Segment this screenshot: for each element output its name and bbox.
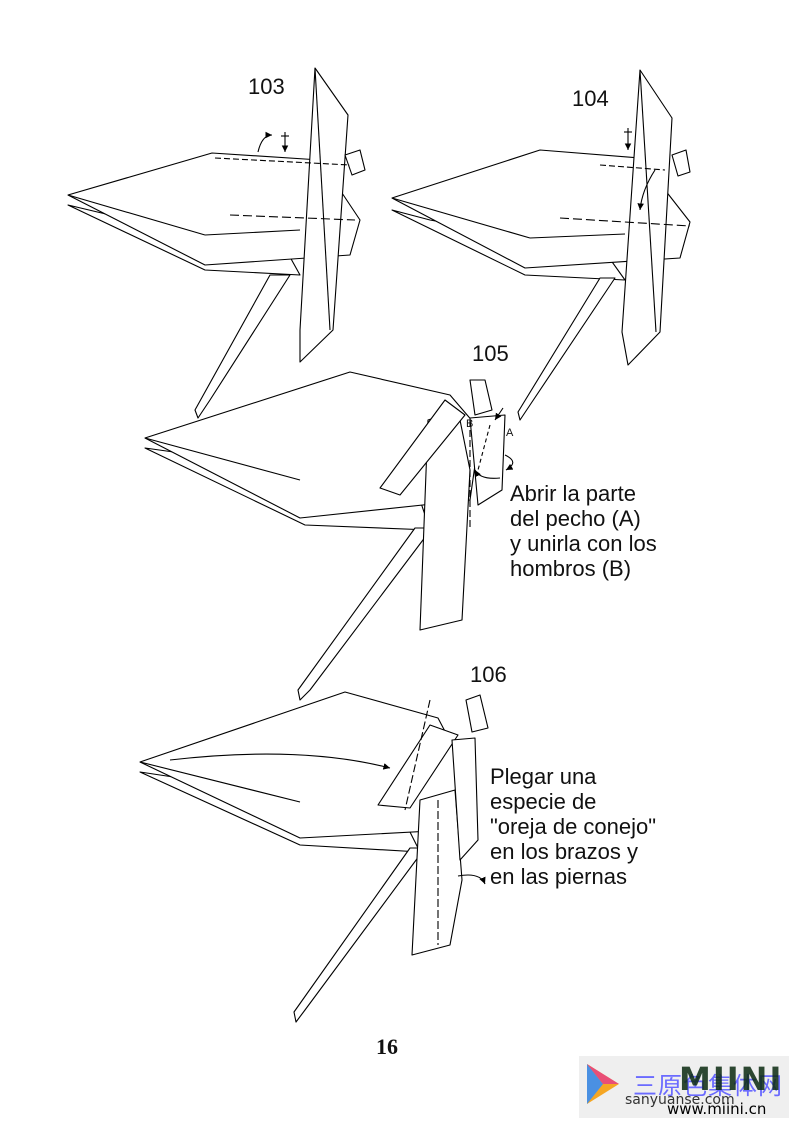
step-number-103: 103 [248, 74, 285, 99]
watermark-brand: MIINI [679, 1060, 784, 1098]
caption-line: especie de [490, 789, 597, 814]
step-number-105: 105 [472, 341, 509, 366]
watermark-url: www.miini.cn [667, 1100, 767, 1118]
caption-line: Plegar una [490, 764, 597, 789]
watermark-chinese: 三原色集体网 [633, 1072, 783, 1100]
caption-line: en las piernas [490, 864, 627, 889]
step-105-caption: Abrir la parte del pecho (A) y unirla co… [510, 481, 657, 581]
caption-line: hombros (B) [510, 556, 632, 581]
page-number: 16 [376, 1034, 398, 1059]
watermark-site: sanyuanse.com [625, 1092, 735, 1108]
label-b: B [466, 418, 474, 430]
step-number-104: 104 [572, 86, 609, 111]
caption-line: Abrir la parte [510, 481, 636, 506]
caption-line: y unirla con los [510, 531, 657, 556]
step-103-figure [67, 67, 366, 419]
caption-line: del pecho (A) [510, 506, 641, 531]
play-logo-icon [587, 1064, 619, 1104]
watermark: 三原色集体网 MIINI sanyuanse.com www.miini.cn [579, 1056, 789, 1118]
step-105-figure [144, 371, 514, 701]
caption-line: "oreja de conejo" [490, 814, 657, 839]
step-number-106: 106 [470, 662, 507, 687]
label-a: A [506, 427, 514, 439]
step-106-caption: Plegar una especie de "oreja de conejo" … [490, 764, 656, 889]
step-106-figure [139, 691, 489, 1023]
step-104-figure [391, 69, 691, 421]
caption-line: en los brazos y [490, 839, 638, 864]
